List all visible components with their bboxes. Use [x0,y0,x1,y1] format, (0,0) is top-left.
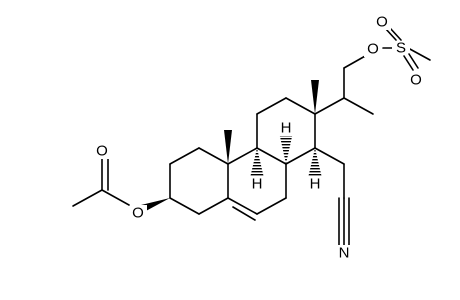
label-bg [93,143,111,159]
double-bond-inner [232,206,256,221]
mesylate-ester-oxygen-label: O [367,41,379,58]
h-c14-label: H [310,176,321,193]
mesylate-oxygen-bottom-label: O [410,72,422,89]
bond [343,54,368,69]
bond [285,147,316,165]
acetate-ester-oxygen-label: O [132,205,144,222]
bond [169,197,200,215]
label-bg [364,41,382,57]
bond [314,97,345,115]
bond [408,53,419,69]
h-c8-label: H [281,120,292,137]
ring-c [256,97,316,165]
ring-b [227,147,287,221]
bond [285,97,316,115]
label-bg [129,205,147,221]
bond [389,27,402,41]
c13-methyl-wedge [311,80,319,114]
ring-a [169,147,229,215]
c3-oxygen-wedge [141,198,170,212]
label-bg [373,14,391,30]
h-c9-hash [250,148,264,178]
label-bg [306,176,324,192]
mesylate-sulfur-label: S [396,40,406,57]
bond [314,147,345,165]
ring-d [314,97,345,165]
bond [101,189,130,206]
mesylate-oxygen-top-label: O [376,14,388,31]
bond [256,147,287,165]
bond [343,97,374,115]
label-bg [335,245,353,261]
acetate-carbonyl-oxygen-label: O [96,143,108,160]
label-bg [392,40,410,56]
bond [227,147,258,165]
h-c14-hash [308,148,322,178]
h-c8-hash [279,132,293,164]
bond [227,197,258,215]
nitrile-nitrogen-label: N [339,245,350,262]
label-bg [407,72,425,88]
bond [198,197,229,215]
h-c9-label: H [252,176,263,193]
bond [198,147,229,165]
bond [169,147,200,165]
bond [256,97,287,115]
bond [403,55,414,71]
c10-methyl-wedge [224,130,232,164]
bond [256,197,287,215]
label-bg [277,120,295,136]
label-bg [248,176,266,192]
bond [407,47,431,61]
bond [72,189,103,207]
